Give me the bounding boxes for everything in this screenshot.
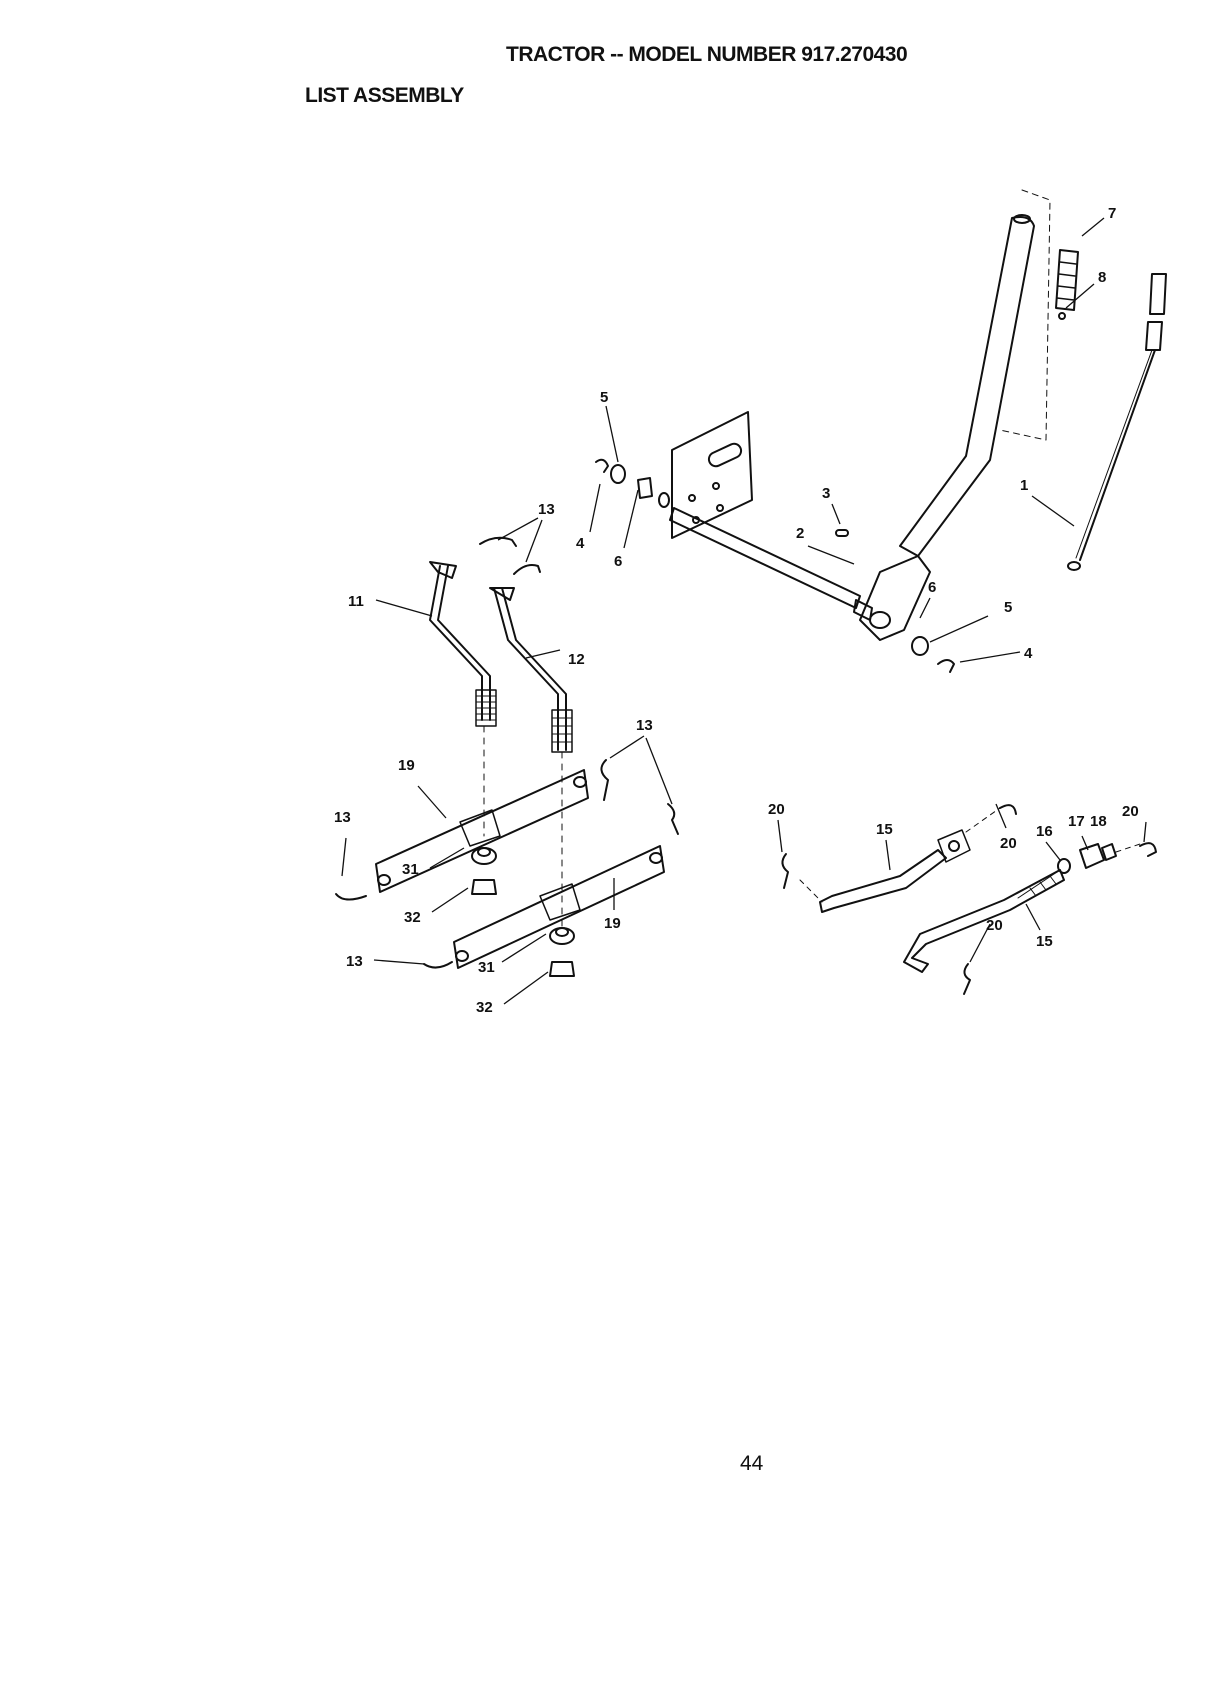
clip-13-c xyxy=(601,760,608,800)
callout-8: 8 xyxy=(1098,269,1106,286)
callout-20: 20 xyxy=(986,917,1003,934)
callout-12: 12 xyxy=(568,651,585,668)
callout-20: 20 xyxy=(1122,803,1139,820)
link-rod-12 xyxy=(490,588,572,752)
callout-32: 32 xyxy=(476,999,493,1016)
callout-13: 13 xyxy=(334,809,351,826)
clip-13-d xyxy=(668,804,678,834)
callout-11: 11 xyxy=(348,593,364,610)
nut-32-lower xyxy=(550,962,574,976)
callout-15: 15 xyxy=(876,821,893,838)
control-rod-15-upper xyxy=(820,830,970,912)
washer-5-left xyxy=(611,465,625,483)
mounting-plate xyxy=(672,412,752,538)
lift-lever xyxy=(860,215,1034,640)
page-number: 44 xyxy=(740,1452,763,1476)
callout-5: 5 xyxy=(1004,599,1012,616)
nut-32-upper xyxy=(472,880,496,894)
control-rod-15-lower xyxy=(904,870,1064,972)
ball-part-8 xyxy=(1059,313,1065,319)
callout-labels: 7 8 1 5 3 13 4 6 2 11 6 5 4 12 13 19 13 … xyxy=(334,205,1139,1016)
callout-4: 4 xyxy=(1024,645,1033,662)
bushing-6-right xyxy=(870,612,890,628)
clip-13-f xyxy=(424,962,452,968)
callout-31: 31 xyxy=(478,959,495,976)
clip-20-a xyxy=(782,854,788,888)
clip-13-a xyxy=(480,538,516,546)
callout-19: 19 xyxy=(604,915,621,932)
block-17 xyxy=(1080,844,1104,868)
bushing-6-left xyxy=(638,478,652,498)
clip-20-d xyxy=(964,964,970,994)
washer-16 xyxy=(1058,859,1070,873)
clip-13-e xyxy=(336,894,366,900)
link-rod-11 xyxy=(430,562,496,726)
clip-13-b xyxy=(514,565,540,574)
pin-3 xyxy=(836,530,848,536)
clip-20-c xyxy=(1140,843,1156,856)
callout-6: 6 xyxy=(928,579,936,596)
callout-15: 15 xyxy=(1036,933,1053,950)
callout-13: 13 xyxy=(346,953,363,970)
callout-6: 6 xyxy=(614,553,622,570)
callout-5: 5 xyxy=(600,389,608,406)
callout-7: 7 xyxy=(1108,205,1116,222)
callout-20: 20 xyxy=(1000,835,1017,852)
callout-19: 19 xyxy=(398,757,415,774)
callout-13: 13 xyxy=(636,717,653,734)
callout-2: 2 xyxy=(796,525,804,542)
clip-20-b xyxy=(1000,805,1016,814)
callout-17: 17 xyxy=(1068,813,1085,830)
clip-4-right xyxy=(938,660,954,672)
callout-1: 1 xyxy=(1020,477,1028,494)
clip-4-left xyxy=(596,460,608,472)
washer-5-right xyxy=(912,637,928,655)
callout-16: 16 xyxy=(1036,823,1053,840)
callout-3: 3 xyxy=(822,485,830,502)
callout-13: 13 xyxy=(538,501,555,518)
callout-4: 4 xyxy=(576,535,585,552)
lift-rod xyxy=(1068,274,1166,570)
callout-31: 31 xyxy=(402,861,419,878)
leader-lines xyxy=(342,218,1146,1004)
callout-20: 20 xyxy=(768,801,785,818)
callout-18: 18 xyxy=(1090,813,1107,830)
callout-32: 32 xyxy=(404,909,421,926)
